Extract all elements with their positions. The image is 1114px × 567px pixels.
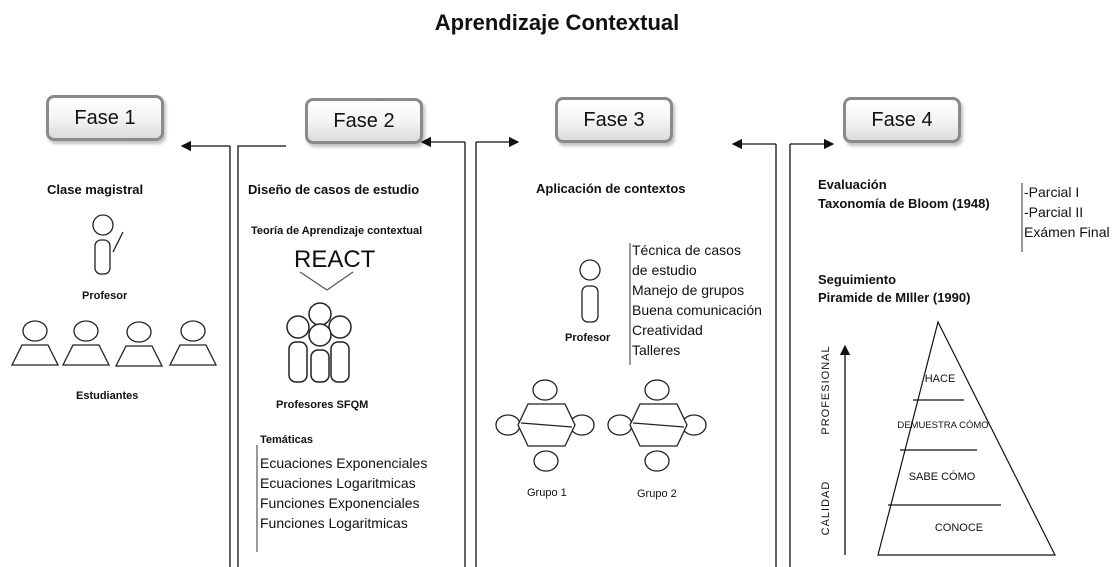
professor-icon-fase3 <box>579 259 601 323</box>
follow-heading: Seguimiento <box>818 272 897 287</box>
page-title: Aprendizaje Contextual <box>434 10 680 35</box>
pyramid-level-hace: HACE <box>924 373 956 385</box>
topic-item: Funciones Exponenciales <box>260 495 420 511</box>
miller-label: Piramide de MIller (1990) <box>818 290 971 305</box>
topic-item: Ecuaciones Exponenciales <box>260 455 428 471</box>
fase3-teacher-label: Profesor <box>565 332 611 344</box>
group-1-icon <box>495 379 595 472</box>
professor-icon <box>92 214 124 275</box>
phase-3-box[interactable]: Fase 3 <box>555 97 673 143</box>
fase3-item: de estudio <box>632 262 697 278</box>
topics-heading: Temáticas <box>260 434 313 446</box>
fase3-heading: Aplicación de contextos <box>536 181 686 196</box>
teachers-group-icon <box>286 302 352 383</box>
miller-pyramid <box>877 320 1056 556</box>
phase-1-label: Fase 1 <box>74 107 136 129</box>
phase-1-box[interactable]: Fase 1 <box>46 95 164 141</box>
fase1-heading: Clase magistral <box>47 182 144 197</box>
group-2-icon <box>607 379 707 472</box>
phase-3-label: Fase 3 <box>583 109 645 131</box>
group-2-label: Grupo 2 <box>637 488 677 500</box>
fase2-heading: Diseño de casos de estudio <box>248 182 420 197</box>
exams-list: -Parcial I -Parcial II Exámen Final <box>1020 182 1110 242</box>
bloom-label: Taxonomía de Bloom (1948) <box>818 196 990 211</box>
group-1-label: Grupo 1 <box>527 487 567 499</box>
pyramid-level-demuestra: DEMUESTRA CÓMO <box>897 420 989 431</box>
topic-item: Ecuaciones Logaritmicas <box>260 475 416 491</box>
phase-2-box[interactable]: Fase 2 <box>305 98 423 144</box>
exam-item: Exámen Final <box>1024 224 1110 240</box>
axis-calidad: CALIDAD <box>820 480 832 536</box>
exam-item: -Parcial I <box>1024 184 1080 200</box>
fase3-item: Técnica de casos <box>632 242 741 258</box>
evaluation-heading: Evaluación <box>818 177 887 192</box>
phase-4-label: Fase 4 <box>871 109 933 131</box>
fase3-item: Manejo de grupos <box>632 282 745 298</box>
pyramid-level-sabe: SABE CÓMO <box>908 471 976 483</box>
react-label: REACT <box>294 246 376 273</box>
fase1-teacher-label: Profesor <box>82 290 128 302</box>
phase-2-label: Fase 2 <box>333 110 395 132</box>
fase3-items: Técnica de casos de estudio Manejo de gr… <box>628 240 762 360</box>
topics-list: Ecuaciones Exponenciales Ecuaciones Loga… <box>256 453 427 533</box>
fase1-students-label: Estudiantes <box>76 390 139 402</box>
fase3-item: Creatividad <box>632 322 703 338</box>
axis-profesional: PROFESIONAL <box>820 345 832 435</box>
exam-item: -Parcial II <box>1024 204 1084 220</box>
phase-4-box[interactable]: Fase 4 <box>843 97 961 143</box>
topic-item: Funciones Logaritmicas <box>260 515 408 531</box>
pyramid-level-conoce: CONOCE <box>934 522 984 534</box>
fase3-item: Talleres <box>632 342 681 358</box>
fase2-theory: Teoría de Aprendizaje contextual <box>251 225 423 237</box>
teachers-sfqm-label: Profesores SFQM <box>276 399 369 411</box>
fase3-item: Buena comunicación <box>632 302 762 318</box>
students-icon <box>10 320 218 367</box>
